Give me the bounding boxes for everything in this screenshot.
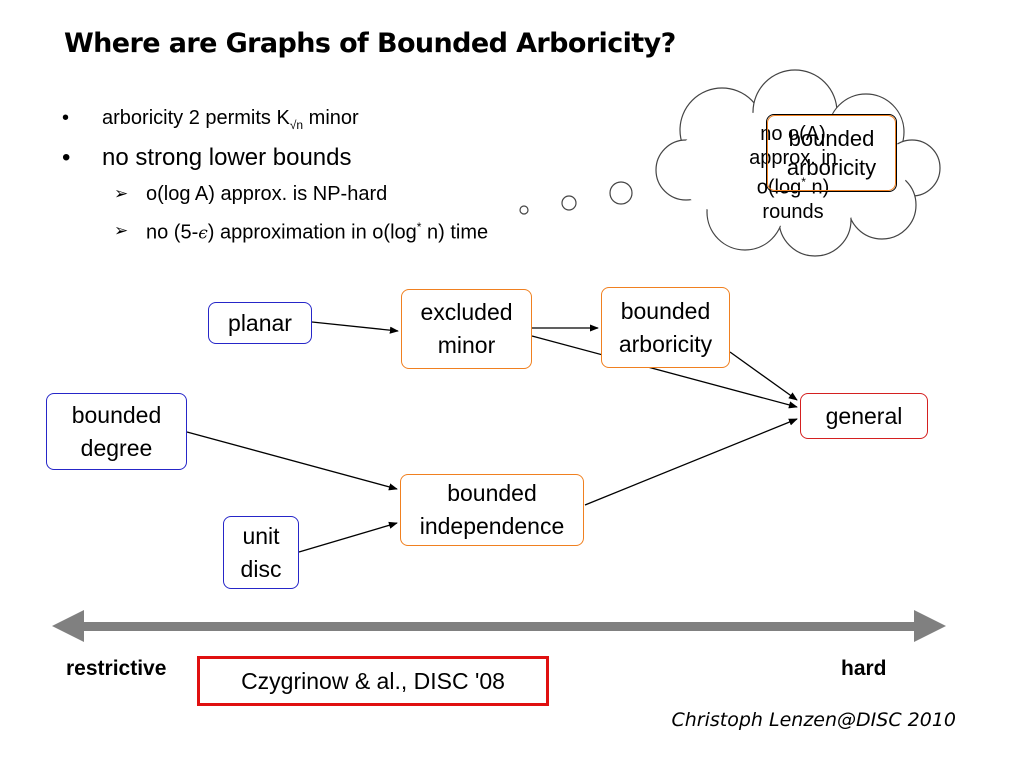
node-label-line: disc	[240, 555, 282, 582]
thought-bubbles	[519, 181, 633, 215]
node-unit-disc[interactable]: unit disc	[223, 516, 299, 589]
edge-bounded-arboricity-general	[729, 351, 798, 401]
star-superscript: *	[416, 220, 422, 234]
bullet-subscript: √n	[289, 118, 304, 132]
node-label-line: arboricity	[618, 330, 713, 357]
slide-title: Where are Graphs of Bounded Arboricity?	[64, 28, 676, 59]
subbullet-text: o(log A) approx. is NP-hard	[146, 183, 388, 205]
scale-label-restrictive: restrictive	[66, 657, 167, 680]
subbullet-text-mid: ) approximation in o(log	[207, 221, 417, 244]
cloud-line: approx. in	[749, 147, 837, 169]
bullet-arboricity-minor: • arboricity 2 permits K√n minor	[62, 107, 359, 132]
epsilon-symbol: ϵ	[198, 223, 208, 244]
cloud-node-line: bounded	[788, 126, 875, 151]
edge-planar-excluded-minor	[311, 321, 399, 334]
citation-box: Czygrinow & al., DISC '08	[197, 656, 549, 706]
edge-excluded-minor-general	[531, 335, 798, 409]
edge-bounded-degree-bounded-independence	[186, 431, 398, 491]
node-label-line: unit	[242, 522, 280, 549]
diagram-edges	[186, 321, 798, 553]
edge-unit-disc-bounded-independence	[298, 521, 398, 553]
node-label-line: bounded	[71, 401, 162, 428]
node-label-line: degree	[80, 434, 153, 461]
subbullet-text: no (5-	[146, 221, 199, 244]
node-general[interactable]: general	[800, 393, 928, 439]
node-label-line: minor	[437, 332, 496, 358]
arrow-bullet-icon: ➢	[114, 221, 129, 240]
bullet-text: arboricity 2 permits K	[102, 107, 290, 129]
subbullet-approximation: ➢ no (5-ϵ) approximation in o(log* n) tim…	[114, 220, 489, 245]
node-bounded-degree[interactable]: bounded degree	[46, 393, 187, 470]
node-label-line: bounded	[447, 480, 537, 506]
arrow-bullet-icon: ➢	[114, 184, 129, 203]
node-excluded-minor[interactable]: excluded minor	[401, 289, 532, 369]
node-label-line: independence	[419, 513, 565, 539]
subbullet-np-hard: ➢ o(log A) approx. is NP-hard	[114, 183, 388, 206]
scale-arrow	[52, 610, 946, 642]
bullet-marker: •	[62, 144, 71, 171]
bullet-lower-bounds: • no strong lower bounds	[62, 144, 352, 172]
cloud-node-line: arboricity	[786, 155, 877, 180]
scale-label-hard: hard	[841, 657, 887, 680]
bullet-text-end: minor	[303, 107, 359, 129]
bullet-marker: •	[62, 107, 70, 129]
cloud-node-bounded-arboricity: bounded arboricity	[766, 114, 897, 192]
node-bounded-independence[interactable]: bounded independence	[400, 474, 584, 546]
node-planar[interactable]: planar	[208, 302, 312, 344]
node-label-line: bounded	[620, 297, 711, 324]
node-bounded-arboricity[interactable]: bounded arboricity	[601, 287, 730, 368]
cloud-superscript: *	[801, 175, 806, 189]
cloud-line-post: n)	[805, 176, 830, 199]
edge-bounded-independence-general	[584, 418, 798, 506]
node-label-line: excluded	[420, 299, 513, 325]
cloud-node-border	[767, 115, 896, 191]
cloud-line: rounds	[762, 200, 824, 223]
subbullet-text-end: n) time	[421, 221, 489, 244]
bullet-text: no strong lower bounds	[102, 144, 352, 171]
slide-footer: Christoph Lenzen@DISC 2010	[671, 709, 957, 731]
cloud-line: no o(A)	[760, 123, 826, 145]
